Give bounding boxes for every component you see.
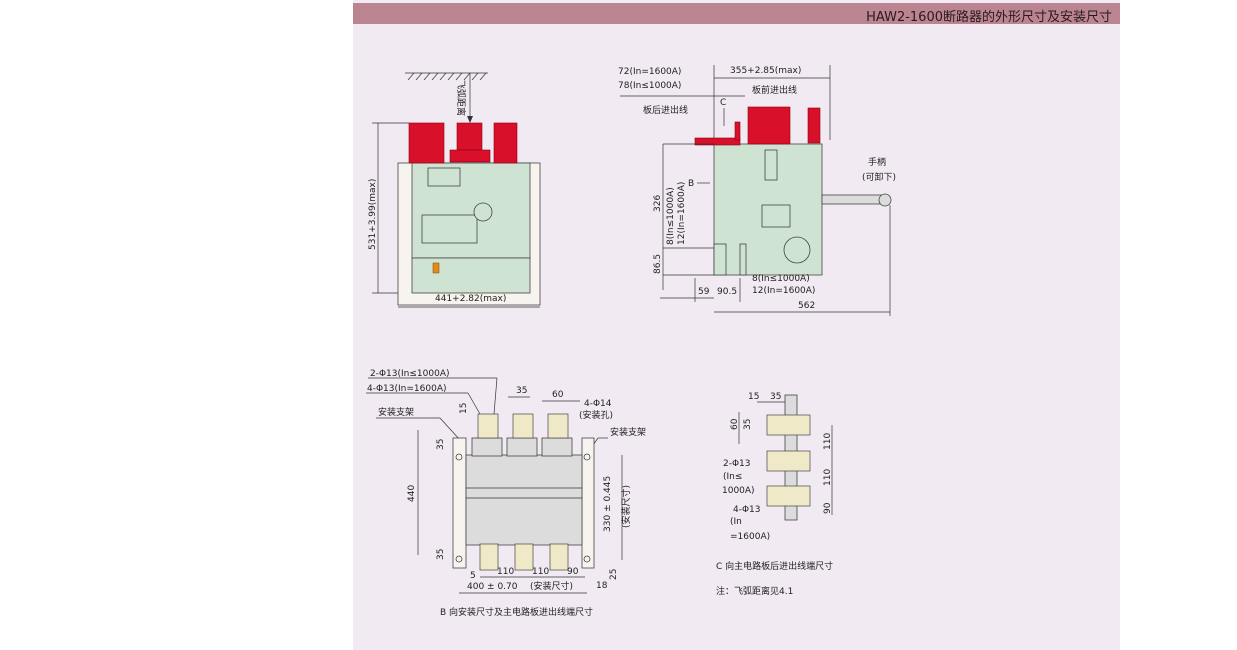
dim-label: 5 (470, 571, 476, 581)
bracket-label: 安装支架 (610, 426, 646, 438)
handle-label: 手柄 (868, 156, 886, 168)
view-marker-c: C (720, 98, 726, 108)
dim-label: 72(In=1600A) (618, 67, 681, 77)
dim-label: 18 (596, 581, 608, 591)
dim-label: 35 (743, 419, 753, 430)
view-marker-b: B (688, 179, 694, 189)
dim-label: 90 (567, 567, 579, 577)
view-c: 15 35 60 35 110 110 90 2-Φ13 (In≤ 1000A)… (716, 392, 833, 597)
dim-label: 60 (730, 418, 740, 430)
dim-label: 110 (823, 469, 833, 486)
dim-label: 562 (798, 301, 815, 311)
title-bar: HAW2-1600断路器的外形尺寸及安装尺寸 (353, 3, 1120, 25)
dim-label: 110 (532, 567, 549, 577)
dim-label: 60 (552, 390, 564, 400)
dim-label: 35 (436, 549, 446, 560)
handle-note: (可卸下) (862, 171, 896, 183)
front-height-dim: 531+3.99(max) (368, 179, 378, 250)
dim-label: 4-Φ14 (584, 399, 612, 409)
dim-label: 35 (770, 392, 781, 402)
dim-label: 1000A) (722, 486, 755, 496)
dim-label: (In (730, 517, 742, 527)
dim-label: 12(In=1600A) (677, 182, 687, 245)
front-view: 飞弧距离 531+3.99(max) 441+2.82(max) (368, 72, 541, 308)
view-b: 2-Φ13(In≤1000A) 4-Φ13(In=1600A) 35 60 4-… (366, 369, 646, 618)
dim-label: 8(In≤1000A) (666, 187, 676, 245)
dim-label: 400 ± 0.70 (467, 582, 518, 592)
dim-label: (安装尺寸) (620, 485, 632, 528)
front-width-dim: 441+2.82(max) (435, 294, 506, 304)
view-c-caption: C 向主电路板后进出线端尺寸 (716, 560, 833, 572)
dim-label: 25 (609, 569, 619, 580)
dim-label: 110 (497, 567, 514, 577)
dim-label: 355+2.85(max) (730, 66, 801, 76)
arc-note: 注：飞弧距离见4.1 (716, 585, 793, 597)
dim-label: 440 (407, 485, 417, 502)
dim-label: =1600A) (730, 532, 770, 542)
dim-label: 15 (748, 392, 759, 402)
dim-label: 330 ± 0.445 (603, 476, 613, 532)
dim-label: 326 (653, 195, 663, 212)
dim-label: 78(In≤1000A) (618, 81, 681, 91)
arc-distance-label: 飞弧距离 (455, 80, 467, 116)
dim-label: (安装孔) (579, 409, 613, 421)
dim-label: 110 (823, 433, 833, 450)
dim-label: 86.5 (653, 254, 663, 274)
dim-label: 90 (823, 502, 833, 514)
dim-label: 12(In=1600A) (752, 286, 815, 296)
page-title: HAW2-1600断路器的外形尺寸及安装尺寸 (866, 10, 1112, 25)
dim-label: 35 (516, 386, 527, 396)
dim-label: (In≤ (723, 472, 742, 482)
dim-label: 59 (698, 287, 710, 297)
rear-wiring-label: 板后进出线 (643, 104, 688, 116)
dim-label: 4-Φ13(In=1600A) (367, 384, 447, 394)
dim-label: 2-Φ13(In≤1000A) (370, 369, 450, 379)
dim-label: 2-Φ13 (723, 459, 751, 469)
dim-label: 4-Φ13 (733, 505, 761, 515)
dim-label: 8(In≤1000A) (752, 274, 810, 284)
side-view: 72(In=1600A) 78(In≤1000A) 355+2.85(max) … (618, 65, 896, 316)
view-b-caption: B 向安装尺寸及主电路板进出线端尺寸 (440, 606, 593, 618)
dim-label: (安装尺寸) (530, 580, 573, 592)
dim-label: 15 (459, 403, 469, 414)
dim-label: 35 (436, 439, 446, 450)
dim-label: 90.5 (717, 287, 737, 297)
front-wiring-label: 板前进出线 (752, 84, 797, 96)
bracket-label: 安装支架 (378, 406, 414, 418)
